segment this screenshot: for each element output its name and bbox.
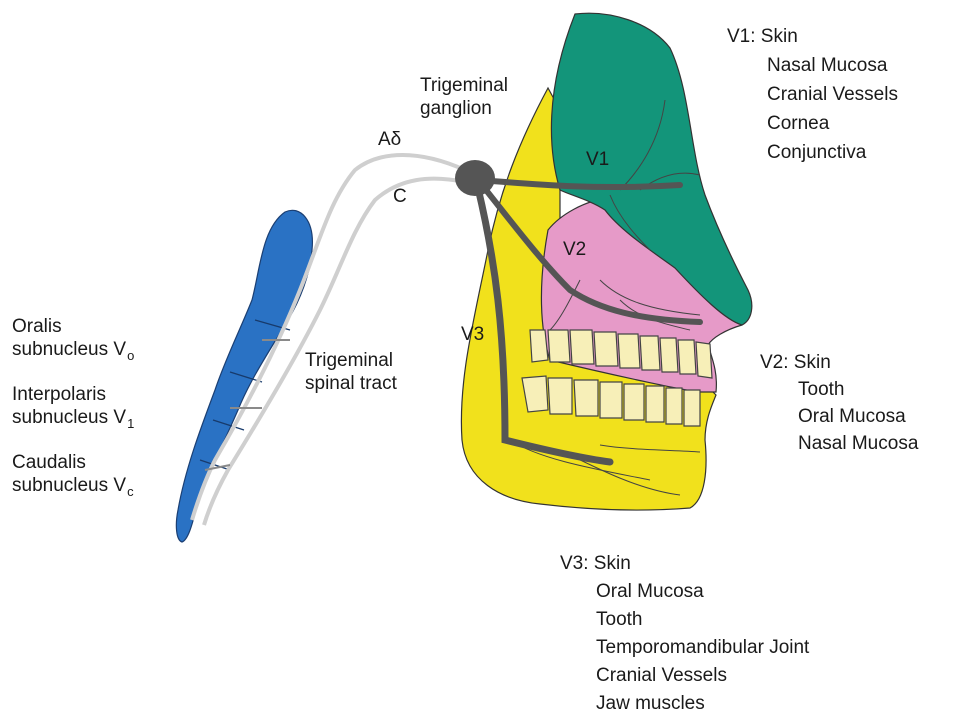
c-fiber-label: C [393,185,407,208]
v2-targets-list: V2: Skin Tooth Oral Mucosa Nasal Mucosa [760,349,918,457]
v1-branch-label: V1 [586,148,609,171]
spinal-tract-label: Trigeminal spinal tract [305,349,397,395]
trigeminal-ganglion [455,160,495,196]
subnucleus-oralis-label: Oralis subnucleus Vo [12,315,134,362]
v3-targets-list: V3: Skin Oral Mucosa Tooth Temporomandib… [560,550,809,718]
v2-branch-label: V2 [563,238,586,261]
subnucleus-interpolaris-label: Interpolaris subnucleus V1 [12,383,134,430]
ganglion-label: Trigeminal ganglion [420,74,508,120]
v1-targets-list: V1: Skin Nasal Mucosa Cranial Vessels Co… [727,22,898,167]
a-delta-fiber-label: Aδ [378,128,401,151]
subnucleus-caudalis-label: Caudalis subnucleus Vc [12,451,134,498]
v3-branch-label: V3 [461,323,484,346]
afferent-fibers [192,155,465,525]
